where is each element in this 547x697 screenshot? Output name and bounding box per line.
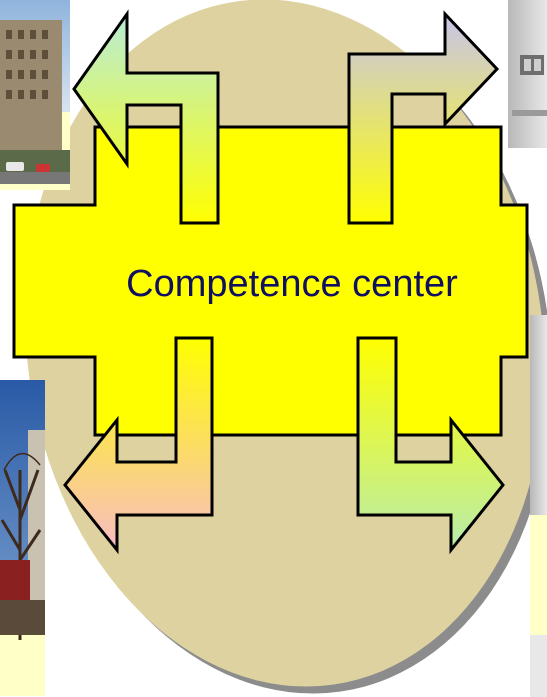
center-label: Competence center	[126, 263, 458, 305]
building-photo-top-right	[508, 0, 547, 148]
building-photo-top-left	[0, 0, 70, 190]
arrow-up-left	[72, 9, 220, 225]
arrow-up-right	[347, 10, 500, 225]
competence-center-shape: Competence center	[12, 125, 529, 437]
arrow-down-right	[356, 336, 505, 555]
building-photo-right	[530, 315, 547, 697]
building-photo-bottom-left	[0, 380, 45, 696]
arrow-down-left	[63, 336, 214, 555]
